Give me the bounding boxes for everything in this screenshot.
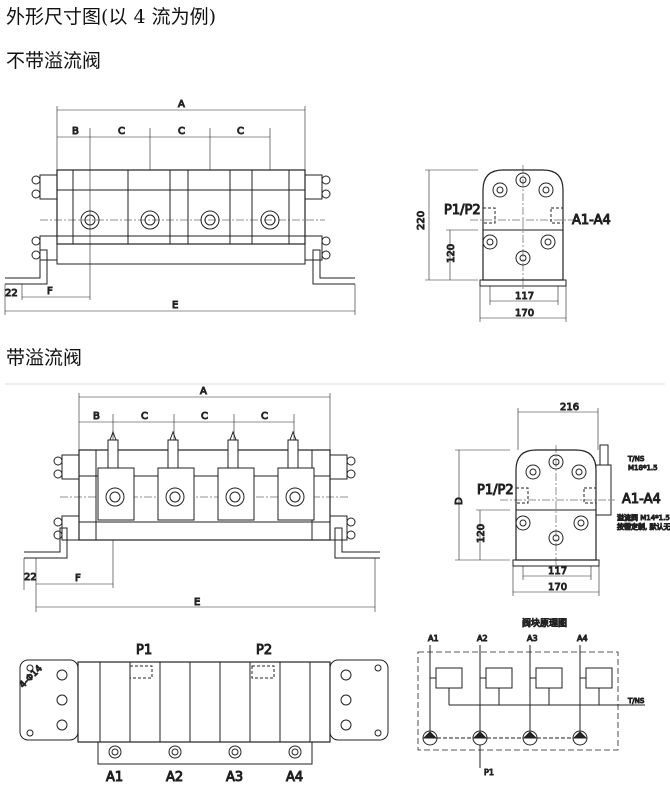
dim-label-C1: C [118,126,125,137]
dim-label-170-2: 170 [548,582,567,593]
dim-label-220: 220 [416,211,427,230]
dim-label-C1-2: C [141,411,148,422]
label-mount-holes: 4-Φ14 [18,664,45,691]
dim-label-B: B [72,126,79,137]
sch-label-A3: A3 [527,634,538,643]
side-fittings [31,174,331,261]
document-title: 外形尺寸图(以 4 流为例) [6,6,216,28]
label-top-A2: A2 [166,770,183,785]
hydraulic-schematic: 阀块原理图 A1 A2 A3 A4 T/NS P1 [417,617,645,778]
label-top-A3: A3 [226,770,243,785]
dim-label-117-2: 117 [548,566,567,577]
section-title-without-relief: 不带溢流阀 [6,50,102,72]
dim-label-C3-2: C [261,411,268,422]
top-view: 4-Φ14 P1 P2 A1 A2 A3 A4 [18,643,389,786]
dim-label-120-2: 120 [476,524,487,543]
side-view-no-relief: P1/P2 A1-A4 220 120 117 170 [416,165,611,322]
dim-label-D: D [454,497,465,505]
schematic-title: 阀块原理图 [522,617,567,629]
sch-label-A2: A2 [477,634,488,643]
sch-label-A1: A1 [428,634,439,643]
dim-label-22: 22 [5,288,18,299]
dim-label-F: F [47,286,53,297]
section-title-with-relief: 带溢流阀 [6,347,83,369]
label-P1P2-bottom: P1/P2 [477,483,514,498]
dim-label-A-2: A [200,386,207,397]
label-tns-thread: M18*1.5 [628,464,658,472]
dim-label-C2: C [178,126,185,137]
label-top-A4: A4 [286,770,303,785]
dim-label-216: 216 [560,402,579,413]
label-A1-A4-bottom: A1-A4 [622,492,661,507]
dim-label-C2-2: C [201,411,208,422]
label-top-P1: P1 [136,643,152,658]
dim-label-A: A [178,99,185,110]
valve-body [56,169,306,245]
dim-label-120: 120 [446,244,457,263]
label-TNS: T/NS [627,455,645,463]
dim-label-117: 117 [515,291,534,302]
dim-label-C3: C [237,126,244,137]
front-view-no-relief: A B C C C [5,99,356,315]
dim-label-22-2: 22 [24,572,37,583]
dim-label-F-2: F [75,573,81,584]
dim-label-E: E [172,300,178,311]
side-view-with-relief: 216 P1/P2 A1-A4 T/NS M18*1.5 溢流阀 M14*1.5… [454,402,670,596]
label-P1P2-top: P1/P2 [444,203,481,218]
dim-label-B-2: B [93,411,100,422]
port-circles [80,210,280,230]
front-view-with-relief: A B C C C [24,386,380,612]
dim-label-170: 170 [515,308,534,319]
dim-label-E-2: E [194,597,200,608]
label-top-P2: P2 [256,643,272,658]
label-relief-note-1: 溢流阀 M14*1.5 [617,513,670,522]
sch-label-P1: P1 [484,768,494,777]
relief-valves [97,430,315,521]
sch-label-A4: A4 [577,634,588,643]
label-relief-note-2: 按需定制, 默认无 [617,522,670,531]
label-top-A1: A1 [106,770,123,785]
label-A1-A4-top: A1-A4 [572,213,611,228]
sch-label-TNS: T/NS [627,697,645,705]
valve-body-2 [78,449,331,541]
